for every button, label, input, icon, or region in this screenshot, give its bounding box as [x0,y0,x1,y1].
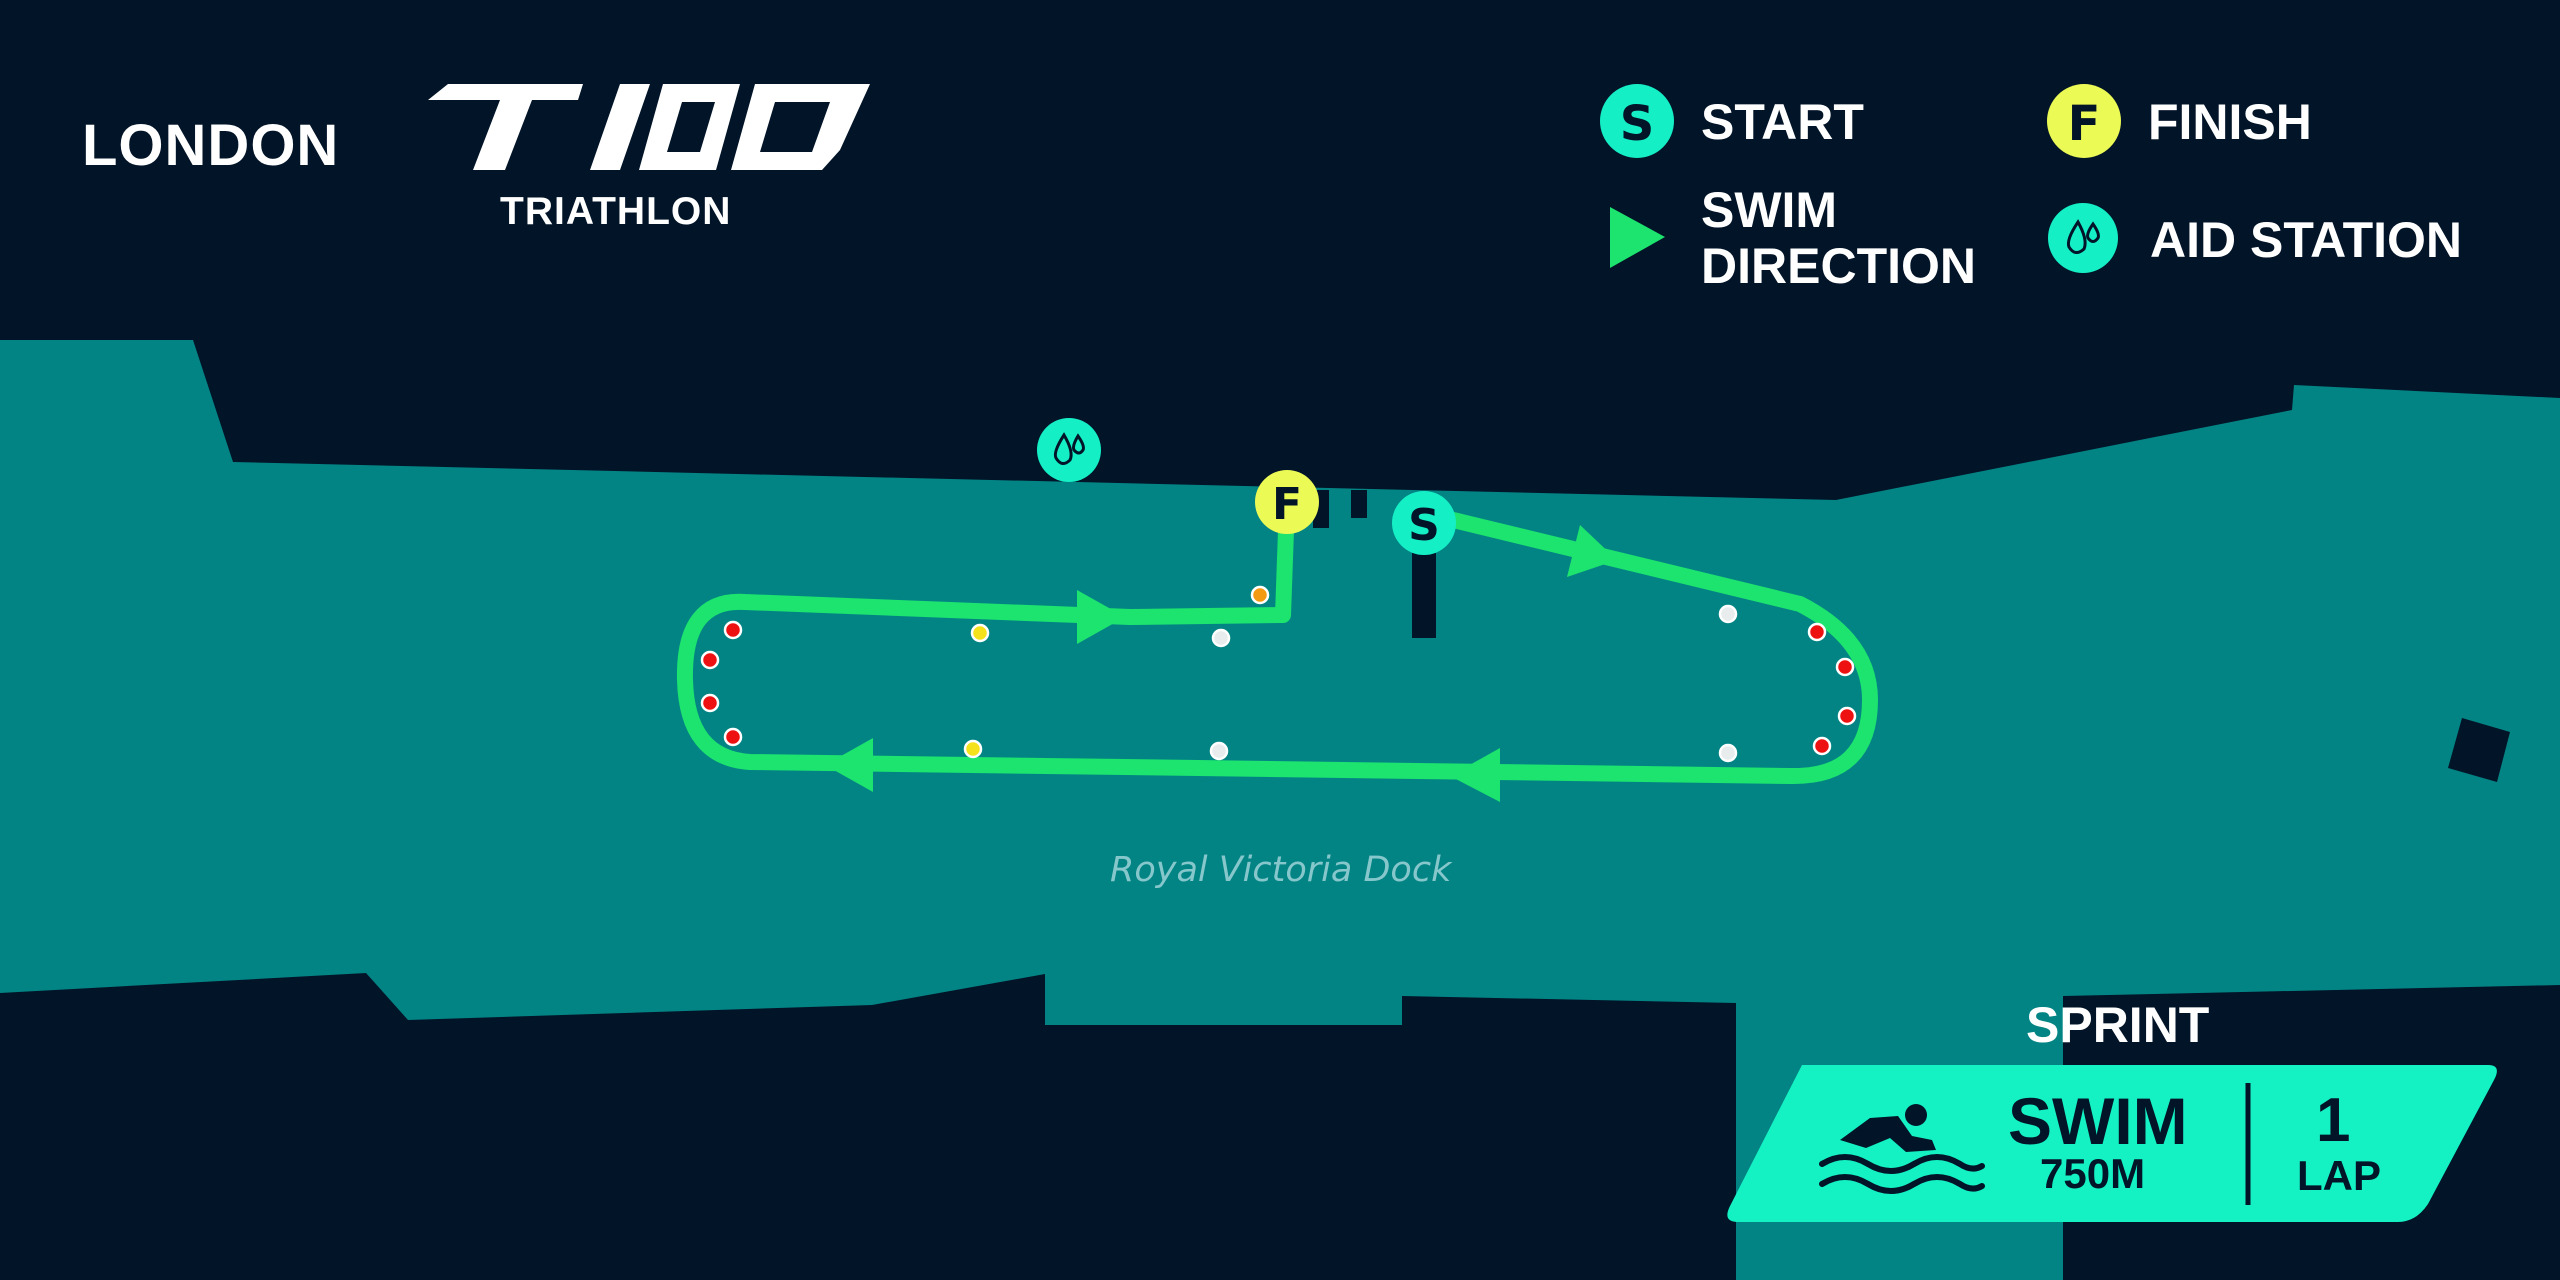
swim-direction-arrow [1077,590,1125,644]
legend-start-label: START [1701,94,1864,150]
pier-structure [1351,490,1367,518]
dock-name-label: Royal Victoria Dock [1110,850,1452,890]
legend-swim-direction-line1: SWIM [1701,182,1838,238]
buoy-white [1718,743,1738,763]
discipline-label: SWIM [2008,1084,2188,1158]
t100-logo [428,84,870,170]
legend-finish-label: FINISH [2148,94,2312,150]
buoy-yellow [963,739,983,759]
buoy-red [700,693,720,713]
legend-finish-icon: F [2047,84,2121,158]
finish-marker: F [1255,470,1319,534]
event-subtitle: TRIATHLON [500,190,732,233]
buoy-red [1807,622,1827,642]
legend-swim-direction-label: SWIM DIRECTION [1701,182,1976,294]
buoy-white [1718,604,1738,624]
aid-station-marker [1037,418,1101,482]
city-title: LONDON [82,113,340,178]
island-structure [2448,718,2510,782]
swim-direction-arrow [825,738,873,792]
swim-distance: 750M [2040,1150,2146,1197]
lap-count: 1 [2316,1086,2351,1155]
buoy-red [723,620,743,640]
buoy-red [723,727,743,747]
start-marker-icon: S [1620,96,1655,152]
water-drops-icon [1053,432,1085,465]
legend-aid-icon [2048,203,2118,273]
buoy-yellow [970,623,990,643]
buoy-red [1812,736,1832,756]
swim-route [676,494,1878,802]
finish-circle [1255,470,1319,534]
aid-station-circle [1037,418,1101,482]
buoy-red [1835,657,1855,677]
buoys [700,585,1857,763]
buoy-white [1211,628,1231,648]
start-marker: S [1392,491,1456,555]
swim-direction-arrow [1450,748,1500,802]
legend-start-icon: S [1600,84,1674,158]
swim-route-line [676,494,1878,785]
legend-swim-direction-line2: DIRECTION [1701,238,1976,294]
buoy-white [1209,741,1229,761]
pontoon [1412,540,1436,638]
water-drops-icon [2066,219,2100,254]
buoy-red [700,650,720,670]
start-symbol: S [1408,500,1440,551]
finish-symbol: F [1272,479,1302,530]
race-distance-name: SPRINT [2026,997,2210,1053]
swim-direction-arrow [1567,525,1617,577]
finish-marker-icon: F [2068,96,2101,152]
legend-aid-station-label: AID STATION [2150,212,2463,268]
swimmer-icon [1819,1104,1985,1194]
royal-victoria-dock-water [0,340,2560,1280]
buoy-orange [1250,585,1270,605]
direction-arrow-icon [1610,207,1665,268]
start-circle [1392,491,1456,555]
buoy-red [1837,706,1857,726]
lap-unit: LAP [2297,1152,2381,1199]
